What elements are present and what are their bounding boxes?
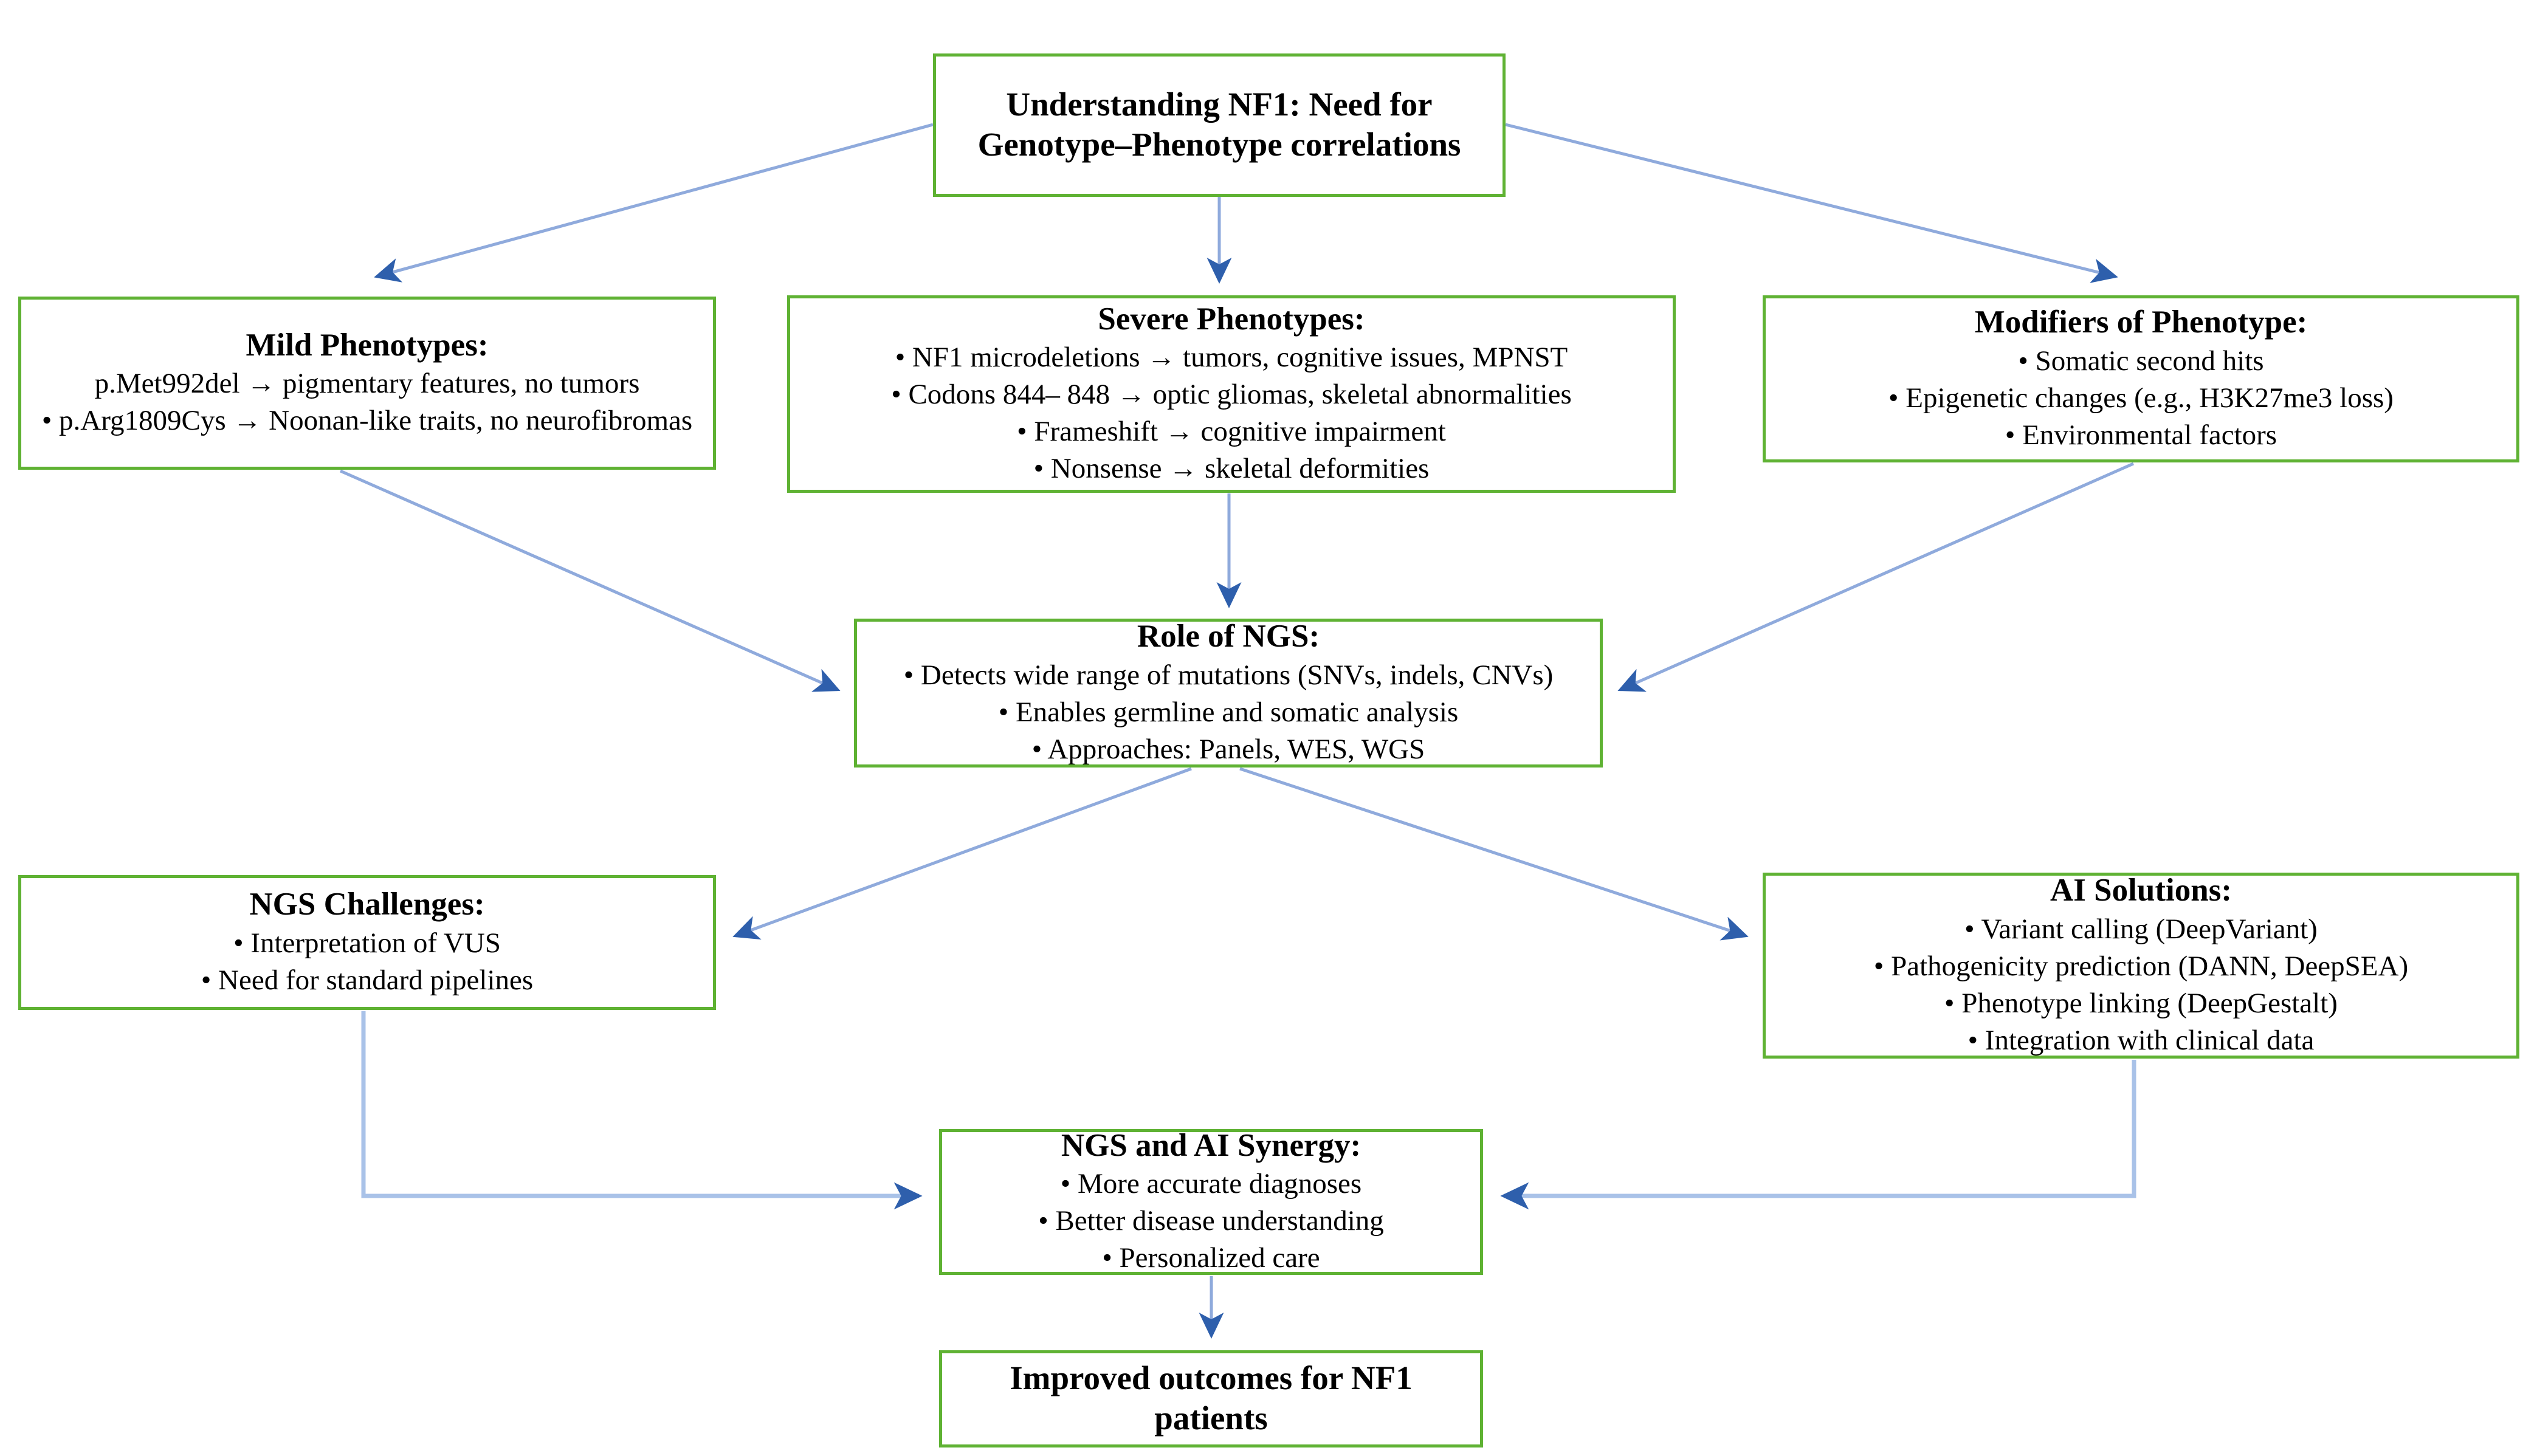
node-title: Mild Phenotypes:: [246, 327, 489, 363]
list-item: • Interpretation of VUS: [233, 927, 501, 959]
list-item: • Codons 844– 848 → optic gliomas, skele…: [891, 379, 1572, 411]
list-item: • Nonsense → skeletal deformities: [1033, 453, 1430, 485]
node-bullet-list: • Detects wide range of mutations (SNVs,…: [868, 657, 1589, 768]
node-title: NGS Challenges:: [249, 887, 485, 922]
node-title: NGS and AI Synergy:: [1061, 1127, 1361, 1163]
node-bullet-list: • NF1 microdeletions → tumors, cognitive…: [801, 339, 1662, 487]
node-role-of-ngs[interactable]: Role of NGS: • Detects wide range of mut…: [854, 619, 1603, 767]
edge-ai-to-synergy: [1500, 1060, 2136, 1210]
list-item: • Frameshift → cognitive impairment: [1017, 416, 1446, 448]
list-item: • Epigenetic changes (e.g., H3K27me3 los…: [1888, 382, 2394, 414]
node-bullet-list: • Interpretation of VUS • Need for stand…: [32, 925, 702, 999]
list-item: • Somatic second hits: [2018, 345, 2264, 377]
node-title: Severe Phenotypes:: [1098, 301, 1365, 337]
node-mild-phenotypes[interactable]: Mild Phenotypes: p.Met992del → pigmentar…: [18, 297, 716, 470]
list-item: • Pathogenicity prediction (DANN, DeepSE…: [1873, 950, 2409, 982]
list-item: • More accurate diagnoses: [1060, 1168, 1362, 1200]
node-improved-outcomes[interactable]: Improved outcomes for NF1 patients: [939, 1350, 1483, 1447]
list-item: • Integration with clinical data: [1967, 1024, 2315, 1056]
list-item: • Approaches: Panels, WES, WGS: [1031, 733, 1425, 765]
list-item: • Better disease understanding: [1038, 1205, 1384, 1237]
edge-understanding-to-modifiers: [1505, 123, 2118, 283]
node-modifiers-of-phenotype[interactable]: Modifiers of Phenotype: • Somatic second…: [1763, 295, 2519, 462]
edge-understanding-to-mild: [374, 123, 934, 283]
edge-ngsrole-to-ai: [1239, 767, 1749, 941]
list-item: • Need for standard pipelines: [201, 964, 534, 996]
node-bullet-list: • Somatic second hits • Epigenetic chang…: [1777, 343, 2505, 454]
list-item: • Personalized care: [1102, 1242, 1320, 1274]
node-bullet-list: • p.Arg1809Cys → Noonan-like traits, no …: [32, 402, 702, 439]
list-item: • NF1 microdeletions → tumors, cognitive…: [895, 342, 1568, 374]
list-item: • Detects wide range of mutations (SNVs,…: [903, 659, 1554, 691]
node-bullet-list: • More accurate diagnoses • Better disea…: [953, 1166, 1469, 1277]
edge-ngsrole-to-challenges: [732, 767, 1192, 940]
edge-mild-to-ngsrole: [339, 469, 841, 692]
list-item: • Environmental factors: [2005, 419, 2277, 451]
node-line: p.Met992del → pigmentary features, no tu…: [94, 368, 640, 400]
node-title-line2: patients: [1154, 1399, 1268, 1437]
edge-modifiers-to-ngsrole: [1617, 462, 2135, 692]
list-item: • Enables germline and somatic analysis: [998, 696, 1459, 728]
node-ai-solutions[interactable]: AI Solutions: • Variant calling (DeepVar…: [1763, 873, 2519, 1059]
list-item: • Variant calling (DeepVariant): [1964, 913, 2318, 945]
node-title: Improved outcomes for NF1: [1010, 1359, 1413, 1397]
node-title-line2: Genotype–Phenotype correlations: [977, 126, 1461, 163]
edge-challenges-to-synergy: [361, 1011, 923, 1210]
node-ngs-challenges[interactable]: NGS Challenges: • Interpretation of VUS …: [18, 875, 716, 1010]
node-bullet-list: • Variant calling (DeepVariant) • Pathog…: [1777, 911, 2505, 1059]
node-understanding-nf1[interactable]: Understanding NF1: Need for Genotype–Phe…: [933, 53, 1506, 197]
node-severe-phenotypes[interactable]: Severe Phenotypes: • NF1 microdeletions …: [787, 295, 1676, 493]
list-item: • Phenotype linking (DeepGestalt): [1944, 987, 2338, 1019]
node-ngs-and-ai-synergy[interactable]: NGS and AI Synergy: • More accurate diag…: [939, 1127, 1483, 1277]
node-title: Role of NGS:: [1137, 619, 1320, 654]
node-title: Understanding NF1: Need for: [1006, 86, 1433, 123]
list-item: • p.Arg1809Cys → Noonan-like traits, no …: [41, 405, 693, 437]
node-title: Modifiers of Phenotype:: [1974, 304, 2308, 340]
node-title: AI Solutions:: [2050, 873, 2232, 908]
